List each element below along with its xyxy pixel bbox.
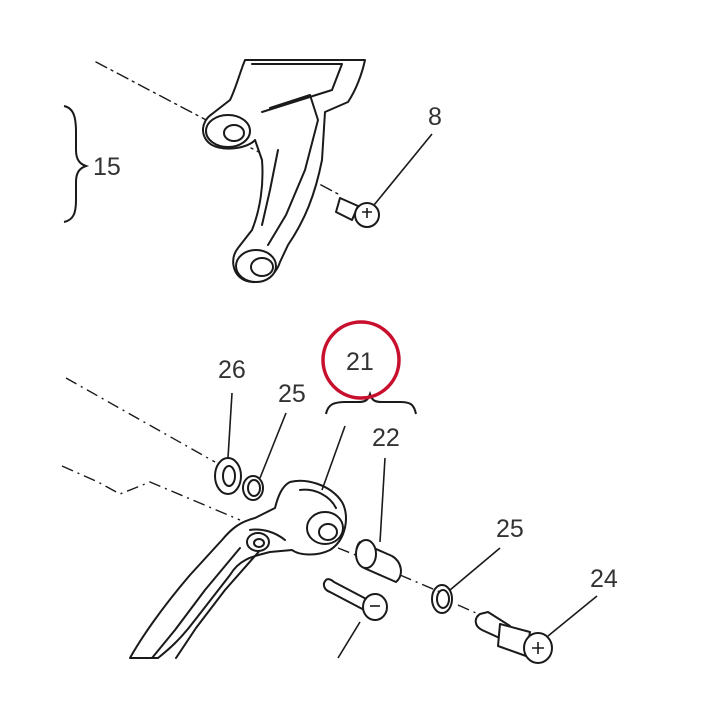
lower-boss-outer bbox=[235, 249, 277, 283]
highlight-circle-21 bbox=[321, 320, 401, 400]
leader-22 bbox=[379, 457, 386, 543]
upper-bracket-rib-1 bbox=[251, 63, 343, 113]
pivot-bolt-24 bbox=[474, 611, 553, 664]
lever-arm-hole-inner bbox=[253, 538, 265, 548]
upper-axis-line bbox=[95, 61, 211, 123]
lower-axis-top bbox=[65, 377, 216, 463]
ring-25-right bbox=[431, 584, 453, 614]
leader-21 bbox=[321, 425, 346, 491]
lever-arm bbox=[129, 479, 347, 659]
label-26: 26 bbox=[218, 356, 246, 384]
lower-axis-mid bbox=[61, 465, 241, 521]
ring-25-right-outer bbox=[431, 584, 453, 614]
bushing-22 bbox=[355, 539, 402, 583]
leader-25-right bbox=[449, 547, 501, 591]
lever-arm-pivot-inner bbox=[318, 523, 338, 541]
leader-26 bbox=[227, 392, 233, 459]
ring-25-left-outer bbox=[242, 475, 264, 501]
washer-26-inner bbox=[222, 465, 236, 487]
label-24: 24 bbox=[590, 565, 618, 593]
screw-8-shank bbox=[335, 197, 359, 221]
label-25-left: 25 bbox=[278, 380, 306, 408]
lever-arm-rib-1 bbox=[299, 488, 337, 509]
lower-small-bolt-leader bbox=[337, 621, 361, 659]
lever-arm-rib-4 bbox=[175, 547, 263, 659]
lower-axis-lines bbox=[61, 377, 486, 618]
upper-bracket-body bbox=[202, 59, 366, 283]
lower-boss-inner bbox=[250, 257, 274, 277]
label-21: 21 bbox=[346, 348, 374, 376]
lower-axis-right bbox=[399, 574, 441, 593]
ring-25-left bbox=[242, 475, 264, 501]
pivot-bolt-24-socket bbox=[532, 642, 544, 654]
upper-boss-inner bbox=[223, 124, 245, 142]
group-15-brace bbox=[63, 105, 90, 223]
leader-24 bbox=[547, 595, 598, 637]
bushing-22-end bbox=[355, 539, 377, 569]
ring-25-right-inner bbox=[436, 589, 450, 609]
lower-small-bolt bbox=[322, 578, 388, 659]
label-22: 22 bbox=[372, 424, 400, 452]
label-25-right: 25 bbox=[496, 515, 524, 543]
leader-8 bbox=[373, 133, 433, 206]
upper-bracket-assembly bbox=[95, 59, 366, 283]
lever-arm-rib-3 bbox=[151, 547, 241, 659]
upper-bracket-rib-3 bbox=[261, 149, 279, 226]
screw-8 bbox=[335, 197, 380, 228]
washer-26 bbox=[214, 457, 242, 495]
lower-leaders bbox=[227, 392, 598, 637]
ring-25-left-inner bbox=[247, 479, 261, 497]
group-21-brace bbox=[325, 390, 417, 415]
label-8: 8 bbox=[428, 103, 442, 131]
upper-bracket-rib-2 bbox=[267, 94, 319, 246]
lower-small-bolt-head bbox=[362, 593, 388, 621]
label-15: 15 bbox=[93, 153, 121, 181]
leader-25-left bbox=[259, 412, 287, 479]
screw-8-socket bbox=[362, 208, 372, 218]
lever-arm-outline bbox=[129, 479, 347, 659]
lower-axis-bushing bbox=[337, 547, 359, 557]
